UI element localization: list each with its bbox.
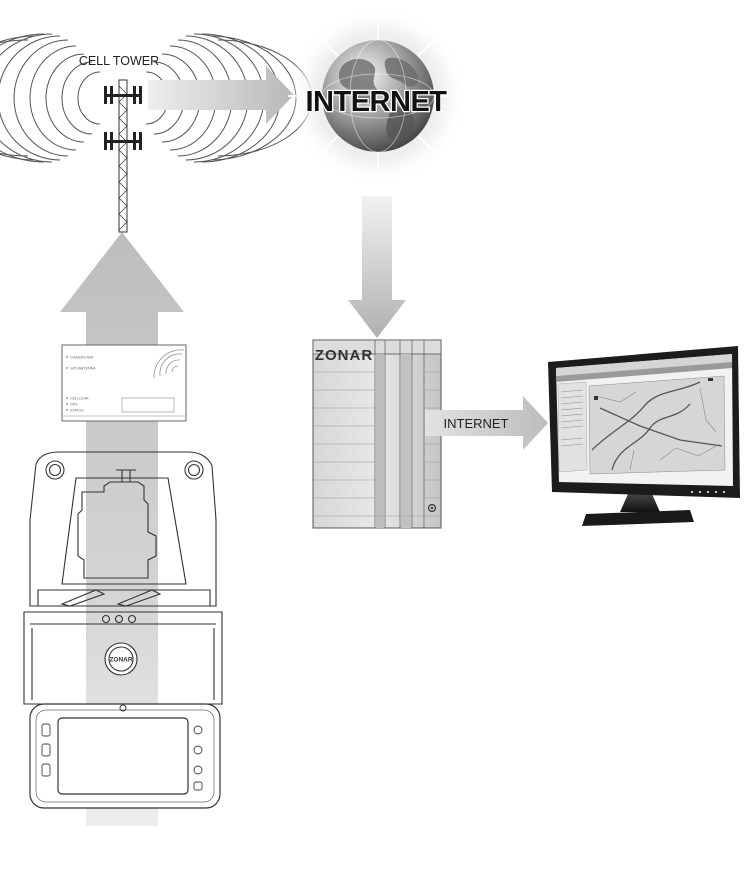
- gateway-label-gps: GPS: [70, 403, 78, 407]
- tablet-device-icon: [29, 703, 221, 809]
- gateway-label-cellular: CELLULAR: [70, 397, 89, 401]
- gateway-label-gps-antenna: GPS ANTENNA: [70, 367, 96, 371]
- telematics-gateway-icon: [61, 344, 187, 422]
- internet-link-label: INTERNET: [444, 416, 509, 431]
- gateway-label-chassis-ant: CHASSIS ANT: [70, 356, 95, 360]
- internet-globe-label: INTERNET: [306, 86, 448, 118]
- gateway-label-status: STATUS: [70, 409, 84, 413]
- server-to-monitor-arrow: [425, 396, 548, 450]
- globe-icon: [288, 6, 468, 186]
- vehicle-cab-icon: [23, 451, 223, 705]
- server-brand-label: ZONAR: [315, 347, 373, 364]
- computer-monitor-icon: [548, 346, 740, 526]
- server-rack-icon: [312, 339, 442, 529]
- internet-to-server-arrow: [348, 196, 406, 338]
- tower-to-internet-arrow: [148, 66, 294, 124]
- vehicle-logo-label: ZONAR: [109, 657, 132, 664]
- cell-tower-label: CELL TOWER: [79, 54, 159, 68]
